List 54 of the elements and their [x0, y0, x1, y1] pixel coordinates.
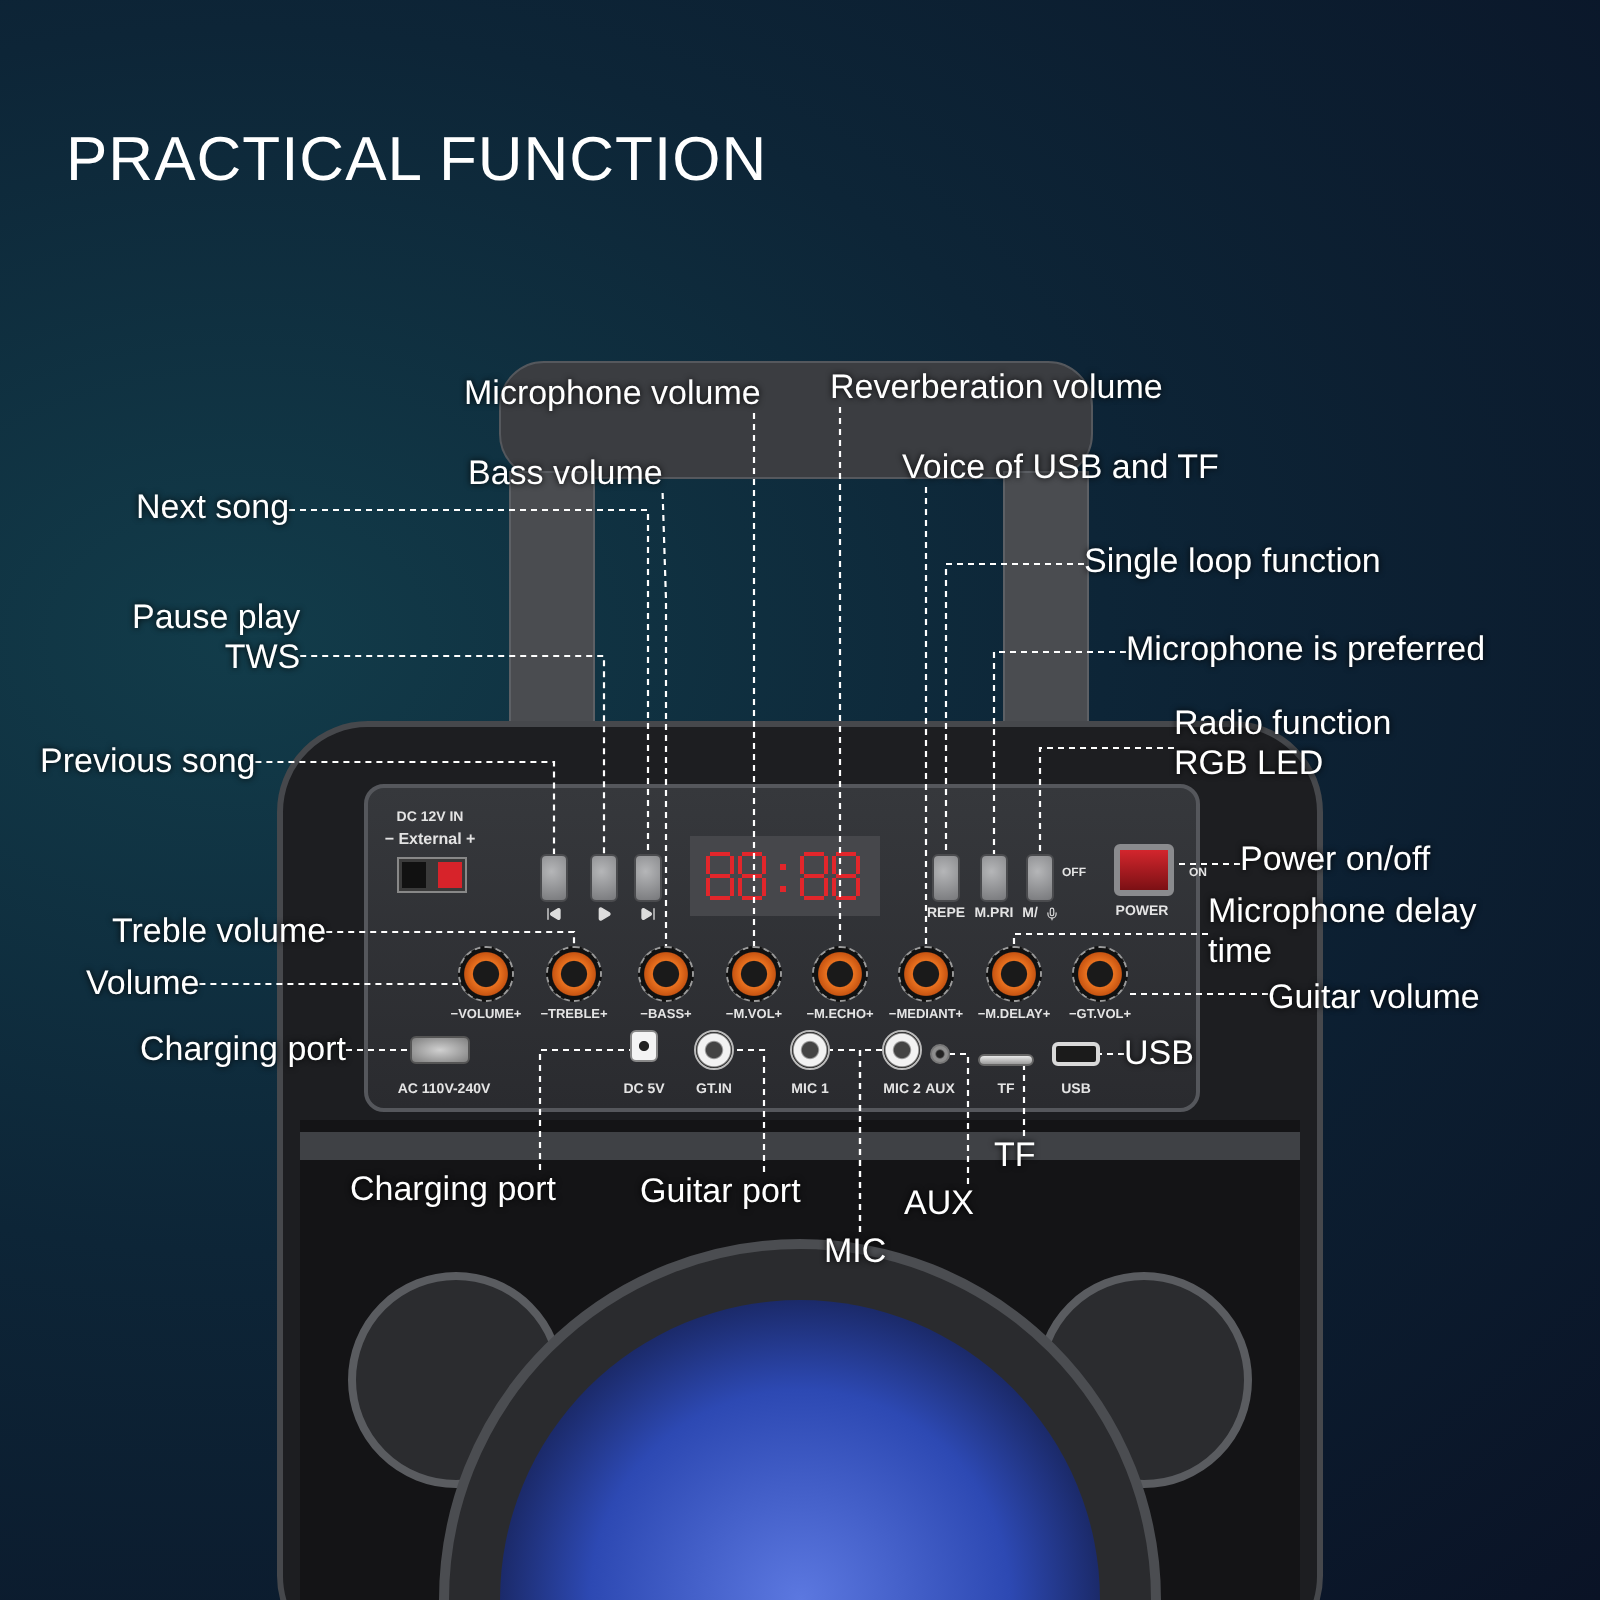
leader-line — [1038, 746, 1174, 854]
push-button — [980, 854, 1008, 902]
leader-line — [661, 492, 668, 946]
callout-text: Charging port — [140, 1030, 347, 1070]
leader-line — [992, 650, 1126, 854]
power-socket — [410, 1036, 470, 1064]
leader-line — [752, 413, 756, 946]
callout-text: Previous song — [40, 742, 256, 782]
callout-text: AUX — [904, 1184, 974, 1224]
callout-text: RGB LED — [1174, 743, 1326, 783]
push-button — [634, 854, 662, 902]
push-button — [540, 854, 568, 902]
leader-line — [300, 654, 606, 854]
callout-text: Guitar volume — [1268, 978, 1480, 1018]
push-button — [932, 854, 960, 902]
leader-line — [538, 1048, 630, 1170]
callout-text: Radio function — [1174, 704, 1392, 744]
callout-text: Treble volume — [112, 912, 327, 952]
panel-label: − External + — [384, 832, 476, 848]
callout-text: TF — [994, 1136, 1036, 1176]
callout-text: MIC — [824, 1232, 887, 1272]
callout-text: Bass volume — [468, 454, 663, 494]
callout-text: Microphone delay time — [1208, 892, 1538, 971]
page-title: PRACTICAL FUNCTION — [66, 124, 768, 196]
push-button — [590, 854, 618, 902]
push-button — [1026, 854, 1054, 902]
callout-text: Charging port — [350, 1170, 557, 1210]
leader-line — [346, 1048, 410, 1052]
card-slot — [978, 1054, 1034, 1066]
dc-socket — [630, 1030, 658, 1062]
leader-line — [838, 407, 842, 946]
callout-text: Guitar port — [640, 1172, 801, 1212]
callout-text: USB — [1124, 1034, 1194, 1074]
leader-line — [924, 487, 928, 946]
callout-text: Microphone volume — [464, 374, 761, 414]
leader-line — [1012, 932, 1208, 946]
leader-line — [1174, 862, 1240, 866]
power-switch — [1114, 844, 1174, 896]
callout-text: Pause play — [132, 598, 301, 638]
leader-line — [944, 562, 1084, 854]
leader-line — [1100, 1052, 1124, 1056]
callout-text: Voice of USB and TF — [902, 448, 1219, 488]
leader-line — [950, 1052, 970, 1184]
callout-text: Microphone is preferred — [1126, 630, 1486, 670]
leader-line — [1022, 1066, 1026, 1136]
callout-text: Single loop function — [1084, 542, 1381, 582]
callout-text: Volume — [86, 964, 200, 1004]
callout-text: TWS — [222, 637, 301, 677]
callout-text: Next song — [136, 488, 290, 528]
leader-line — [734, 1048, 766, 1172]
callout-text: Reverberation volume — [830, 368, 1163, 408]
callout-text: Power on/off — [1240, 840, 1431, 880]
leader-line — [858, 1048, 882, 1232]
usb-port — [1052, 1042, 1100, 1066]
